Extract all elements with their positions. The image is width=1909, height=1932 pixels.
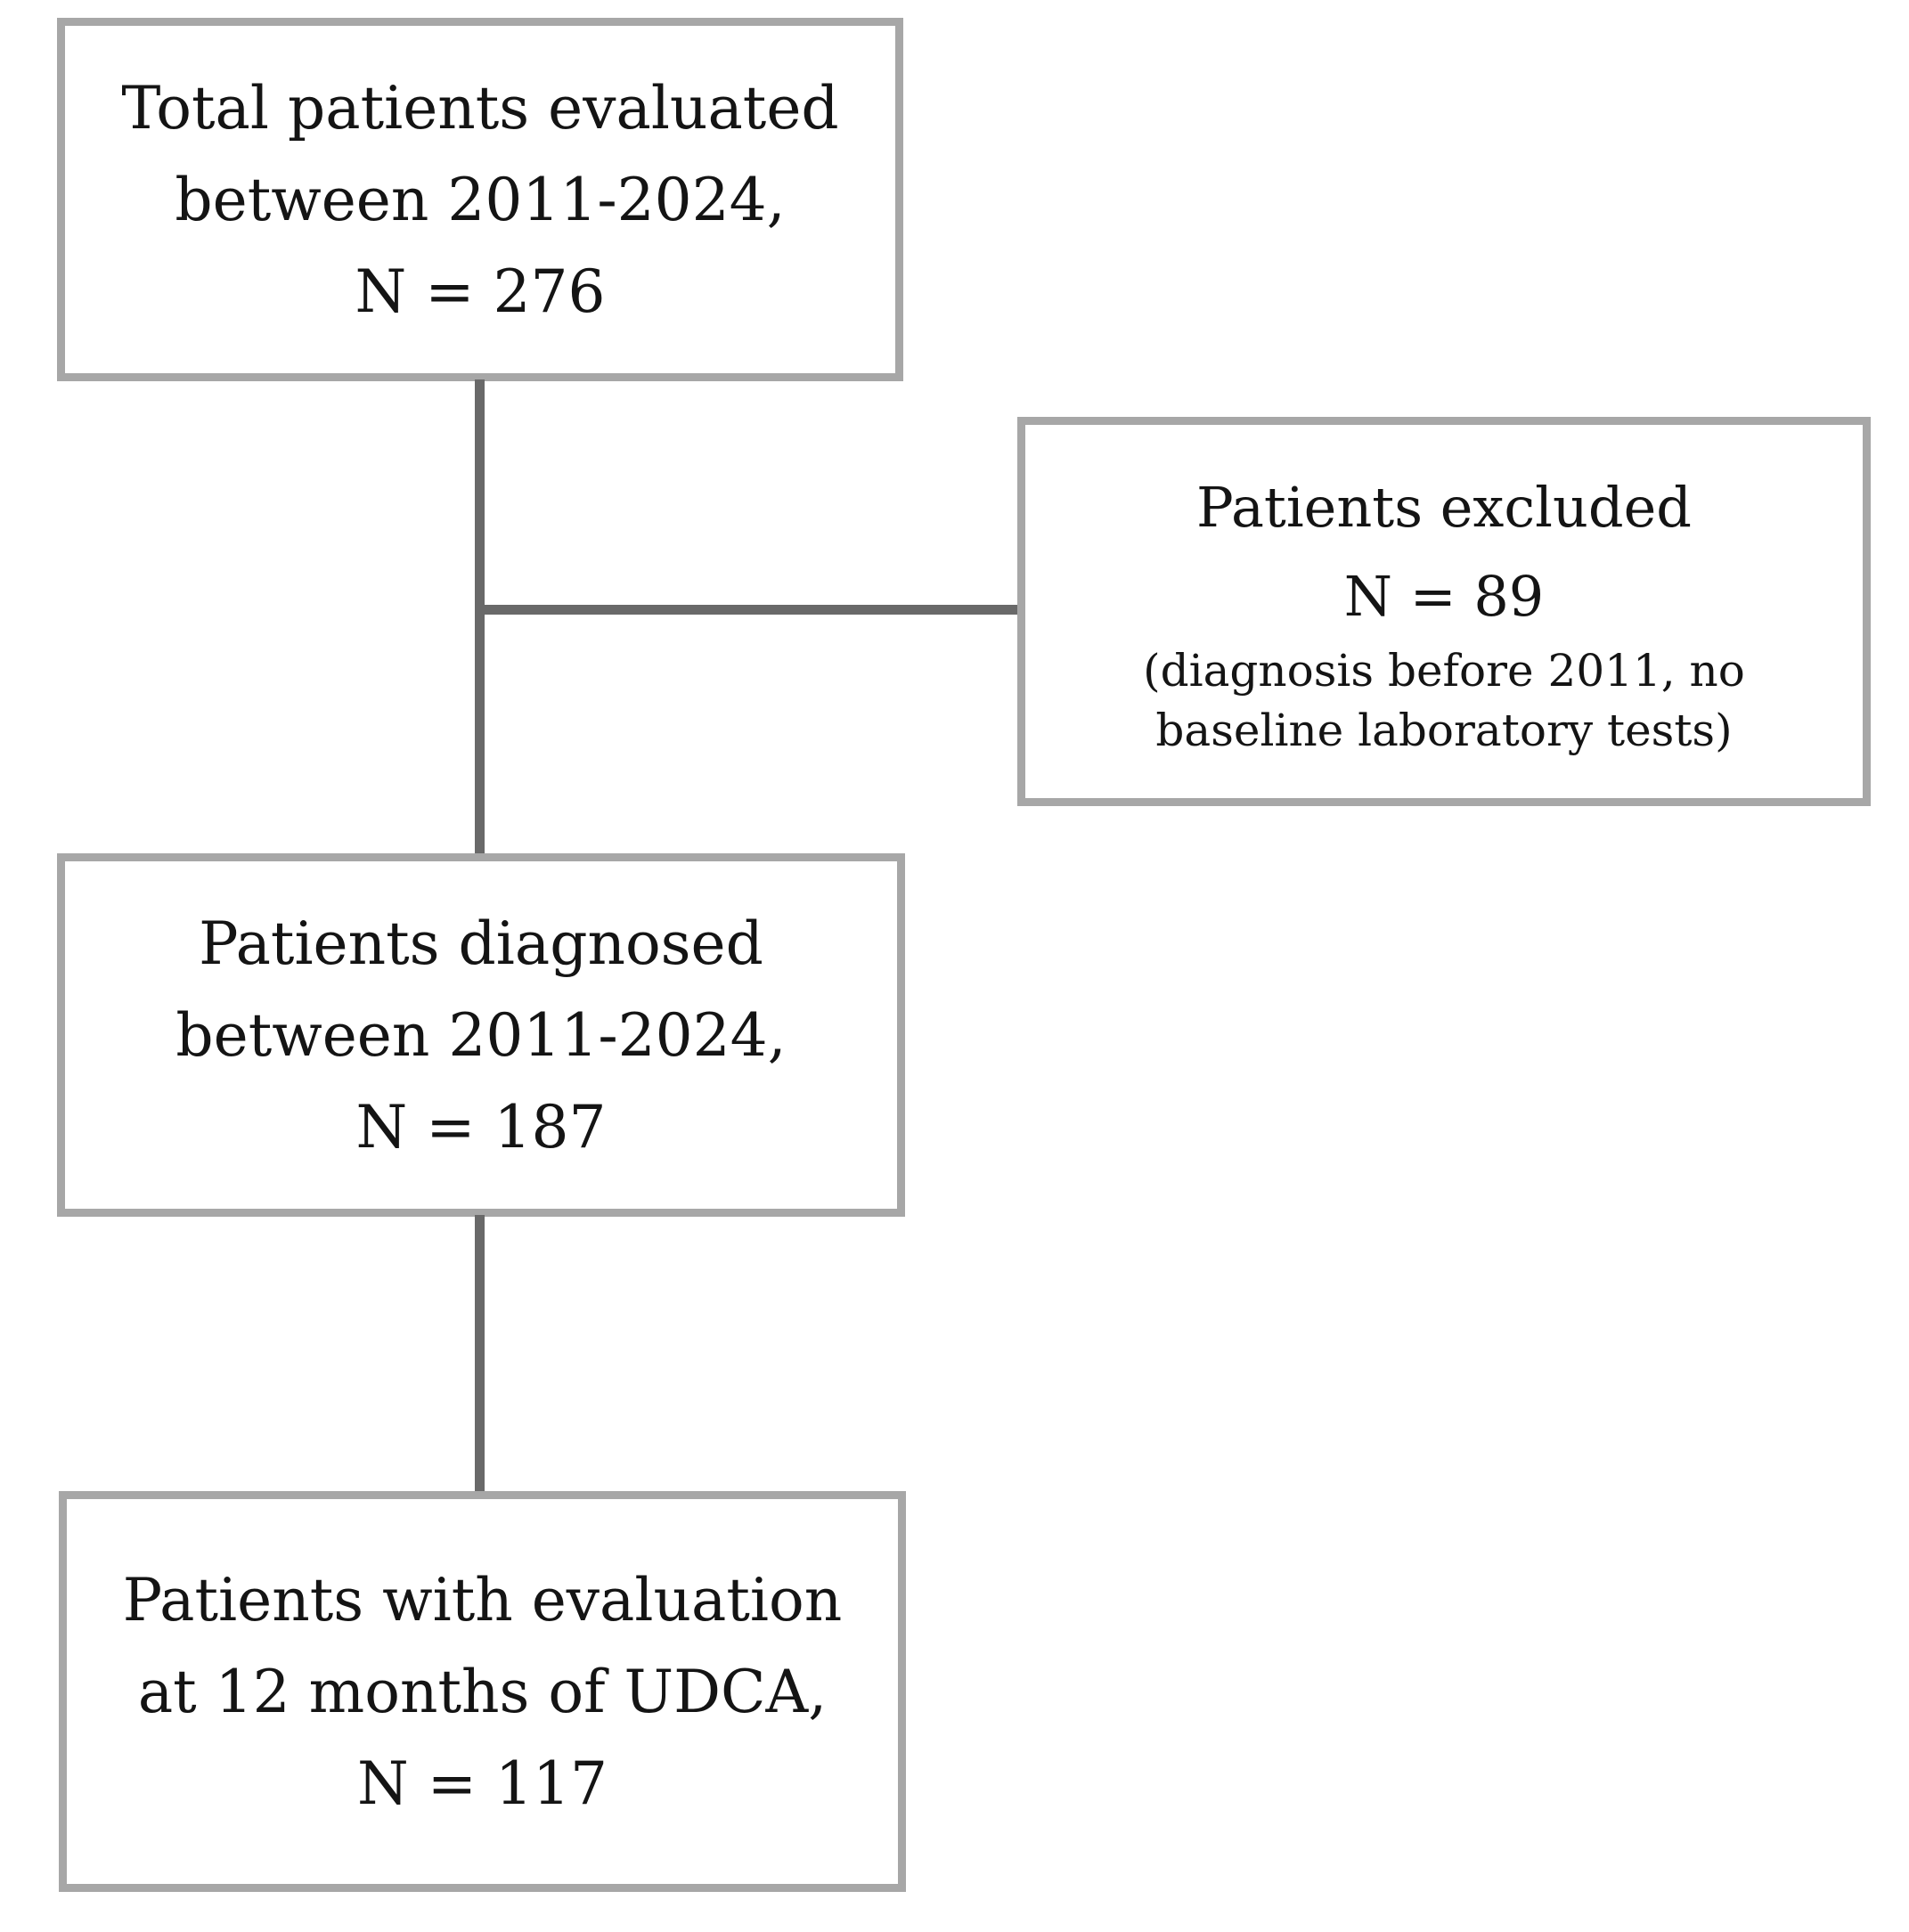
box-patients-excluded: Patients excluded N = 89 (diagnosis befo… xyxy=(1017,417,1871,806)
box-diagnosed-line-2: between 2011-2024, xyxy=(175,1000,787,1070)
box-excluded-note-line-1: (diagnosis before 2011, no xyxy=(1143,644,1745,697)
box-total-line-2: between 2011-2024, xyxy=(175,165,786,234)
box-evaluation-line-1: Patients with evaluation xyxy=(122,1565,843,1634)
box-diagnosed-line-1: Patients diagnosed xyxy=(199,909,763,978)
box-diagnosed-line-3: N = 187 xyxy=(355,1092,607,1162)
connector-diagnosed-to-evaluation xyxy=(475,1215,485,1495)
box-patients-diagnosed: Patients diagnosed between 2011-2024, N … xyxy=(57,853,905,1217)
box-total-patients: Total patients evaluated between 2011-20… xyxy=(57,18,903,381)
box-excluded-line-1: Patients excluded xyxy=(1196,474,1692,540)
box-evaluation-line-2: at 12 months of UDCA, xyxy=(137,1657,828,1726)
box-evaluation-line-3: N = 117 xyxy=(357,1749,608,1818)
connector-total-to-diagnosed xyxy=(475,379,485,857)
box-total-line-1: Total patients evaluated xyxy=(121,73,839,143)
box-total-line-3: N = 276 xyxy=(355,257,606,326)
box-excluded-note-line-2: baseline laboratory tests) xyxy=(1155,704,1733,756)
box-patients-evaluation-12m: Patients with evaluation at 12 months of… xyxy=(59,1491,906,1892)
connector-branch-to-excluded xyxy=(479,605,1023,615)
box-excluded-line-2: N = 89 xyxy=(1343,563,1545,629)
